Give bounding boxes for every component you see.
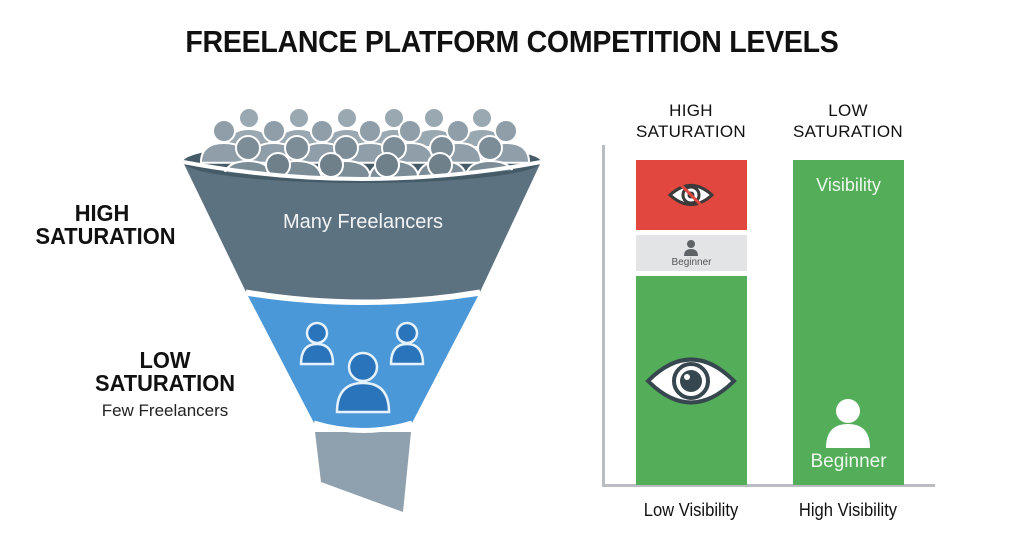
person-icon (389, 321, 425, 366)
column-header-low-saturation: LOW SATURATION (773, 101, 923, 142)
column-header-line1: LOW (828, 101, 868, 120)
x-label-low-visibility: Low Visibility (643, 500, 739, 520)
x-label-high-visibility: High Visibility (798, 500, 898, 520)
visibility-label: Visibility (816, 175, 881, 195)
beginner-label-small: Beginner (671, 257, 712, 268)
three-people-icon (299, 321, 425, 414)
column-header-line2: SATURATION (635, 121, 747, 141)
hidden-visibility-segment (636, 160, 747, 230)
funnel-diagram (182, 107, 542, 512)
low-saturation-label-line1: LOW (139, 347, 191, 373)
high-visibility-bar (793, 160, 904, 485)
high-saturation-label-line2: SATURATION (35, 223, 176, 249)
high-saturation-label: HIGH SATURATION (35, 200, 176, 249)
high-saturation-label-line1: HIGH (74, 200, 130, 226)
low-saturation-label-line2: SATURATION (94, 370, 235, 396)
person-icon (299, 321, 335, 366)
y-axis-line (602, 145, 605, 487)
x-axis-line (602, 484, 935, 487)
few-freelancers-label: Few Freelancers (101, 401, 229, 420)
low-visibility-green-segment (636, 276, 747, 485)
many-freelancers-label: Many Freelancers (282, 211, 444, 233)
funnel-high-saturation-section (183, 162, 541, 302)
person-icon (335, 351, 391, 414)
beginner-label-large: Beginner (810, 451, 887, 472)
column-header-line1: HIGH (669, 101, 713, 120)
funnel-spout (315, 432, 411, 512)
page-title: FREELANCE PLATFORM COMPETITION LEVELS (185, 24, 839, 59)
low-saturation-label: LOW SATURATION (89, 349, 241, 395)
column-header-line2: SATURATION (792, 121, 904, 141)
column-header-high-saturation: HIGH SATURATION (616, 101, 766, 142)
